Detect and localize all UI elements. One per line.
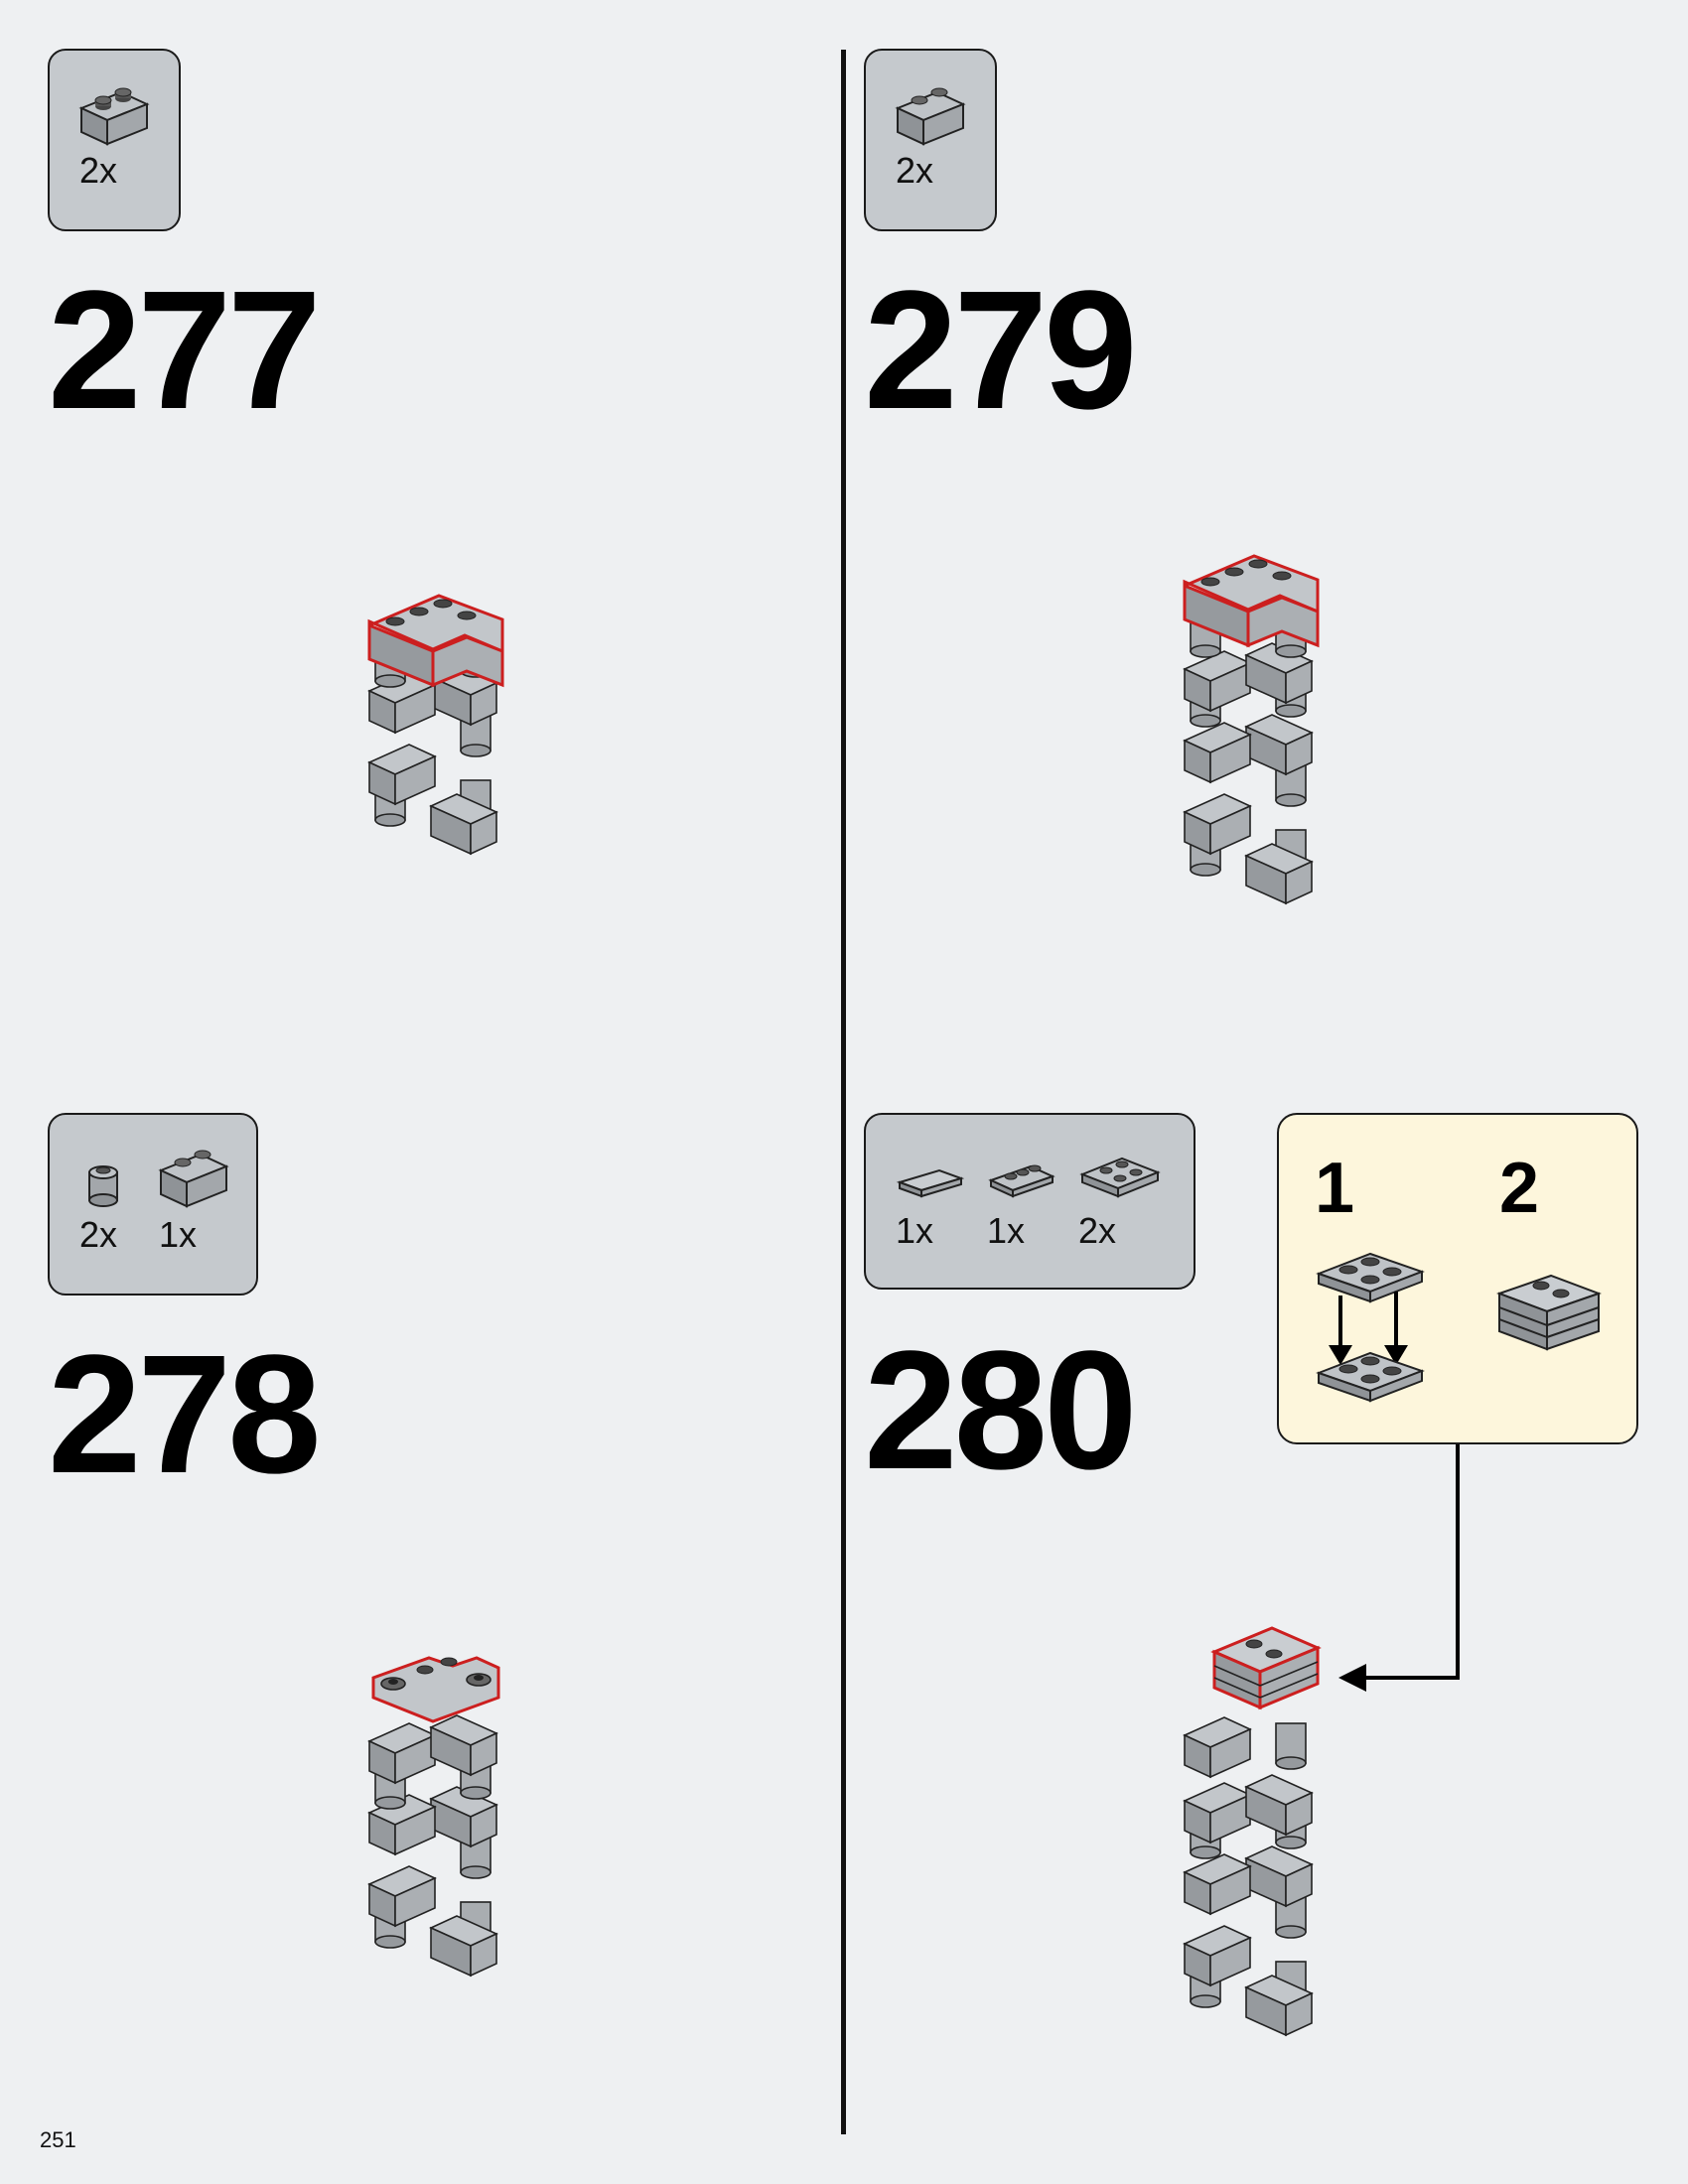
parts-box-279: 2x <box>864 49 997 231</box>
part-quantity: 1x <box>896 1210 934 1251</box>
parts-box-277: 2x <box>48 49 181 231</box>
page-number: 251 <box>40 2127 76 2152</box>
part-quantity: 2x <box>79 150 118 191</box>
part-quantity: 1x <box>159 1214 198 1255</box>
part-quantity: 2x <box>79 1214 118 1255</box>
round-brick-1x1-icon <box>88 1165 118 1207</box>
step-number-278: 278 <box>48 1320 322 1509</box>
step-number-280: 280 <box>864 1316 1138 1505</box>
brick-1x2-icon <box>895 87 966 146</box>
stacked-plates-result <box>1496 1274 1602 1351</box>
step-number-279: 279 <box>864 256 1138 445</box>
plate-1x2-icon <box>988 1164 1055 1198</box>
model-pillar-277 <box>367 594 504 855</box>
sub-step-1: 1 <box>1315 1149 1355 1228</box>
part-quantity: 2x <box>896 150 934 191</box>
model-pillar-280 <box>1184 1626 1322 2036</box>
parts-box-278: 2x 1x <box>48 1113 258 1296</box>
sub-assembly-callout: 1 2 <box>1277 1113 1638 1444</box>
model-pillar-278 <box>368 1656 500 1977</box>
part-quantity: 2x <box>1078 1210 1117 1251</box>
page-divider <box>841 50 846 2134</box>
brick-1x2-icon <box>78 87 150 146</box>
tile-1x2-icon <box>896 1168 965 1198</box>
callout-arrow <box>1338 1444 1460 1692</box>
plate-2x2-icon <box>1079 1157 1161 1198</box>
brick-1x2-icon <box>158 1150 229 1208</box>
plate-stacking-diagram <box>1316 1252 1425 1403</box>
sub-step-2: 2 <box>1499 1149 1540 1228</box>
parts-box-280: 1x 1x 2x <box>864 1113 1196 1290</box>
part-quantity: 1x <box>987 1210 1026 1251</box>
model-pillar-279 <box>1183 554 1320 904</box>
step-number-277: 277 <box>48 256 322 445</box>
